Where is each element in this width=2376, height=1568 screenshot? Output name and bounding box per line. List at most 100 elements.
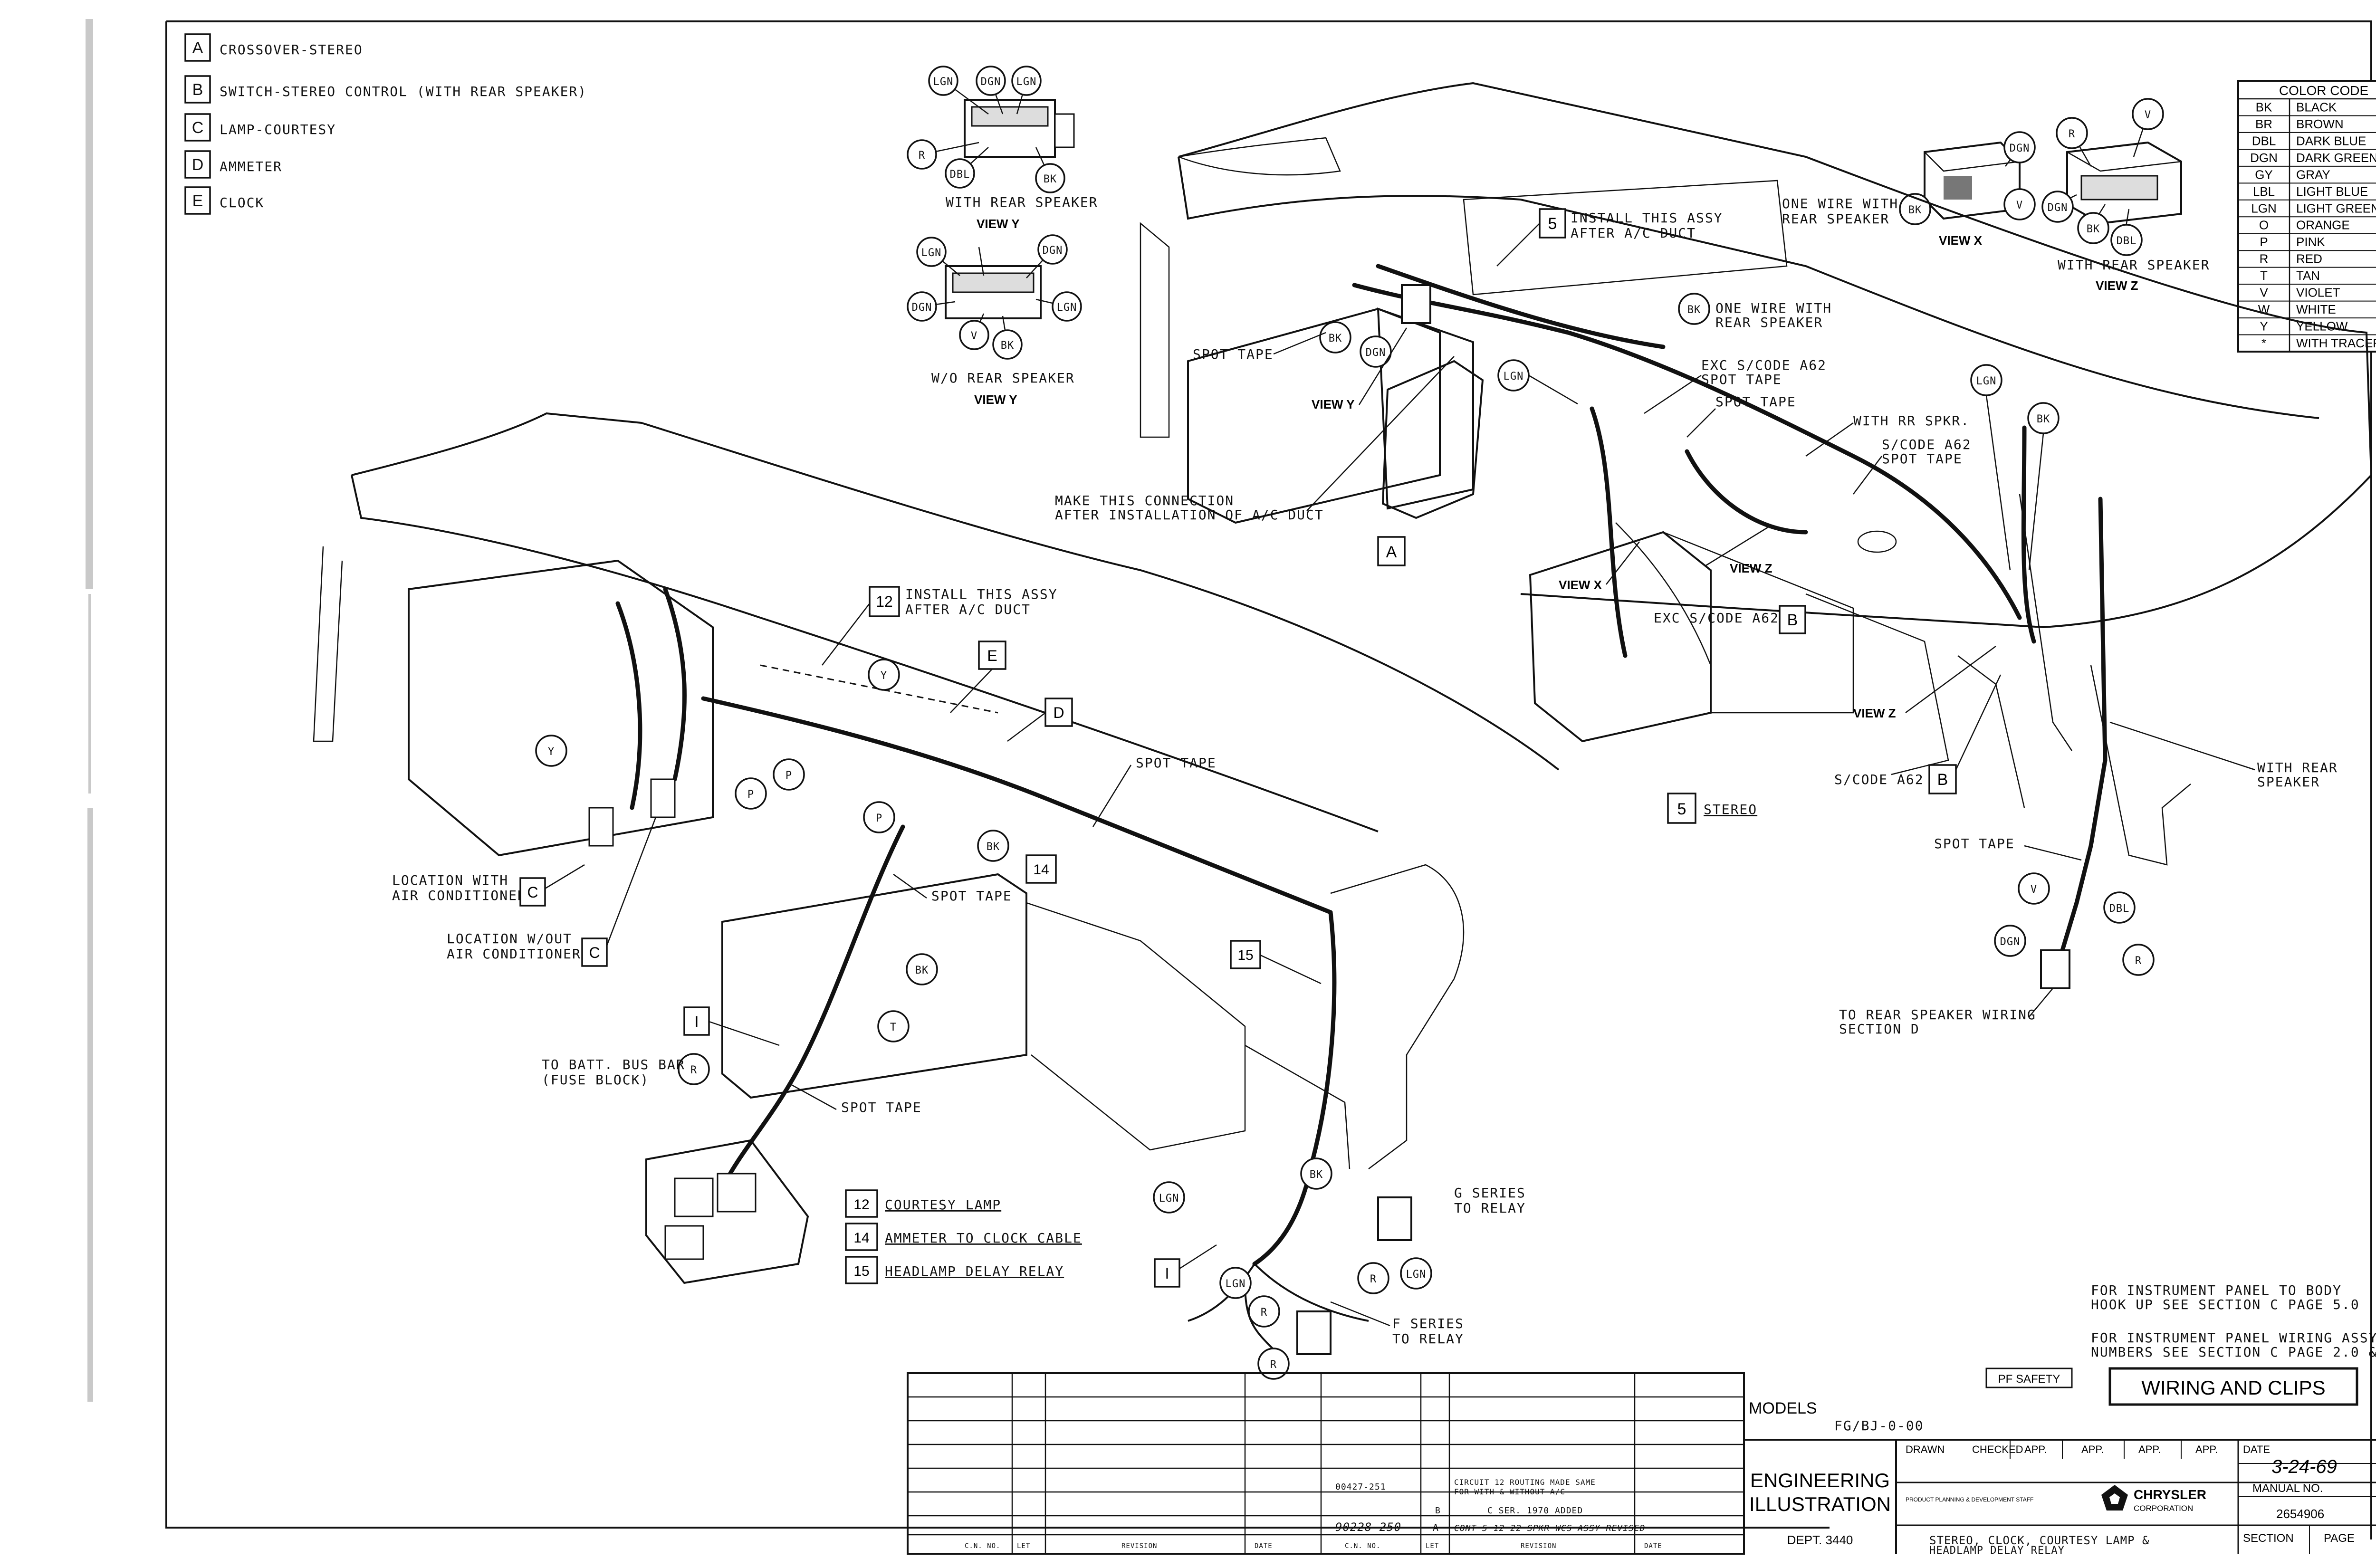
svg-text:BK: BK <box>1310 1169 1323 1181</box>
svg-text:I: I <box>695 1013 699 1030</box>
svg-text:EXC S/CODE A62: EXC S/CODE A62 <box>1654 610 1779 626</box>
svg-text:00427-251: 00427-251 <box>1335 1482 1386 1492</box>
svg-text:14: 14 <box>1033 862 1049 878</box>
svg-text:W/O REAR SPEAKER: W/O REAR SPEAKER <box>931 370 1075 386</box>
svg-text:DATE: DATE <box>1644 1542 1662 1550</box>
svg-text:PAGE: PAGE <box>2324 1532 2355 1545</box>
color-code-abbrev: DGN <box>2250 151 2278 165</box>
color-code-abbrev: LBL <box>2253 184 2275 199</box>
svg-text:CHRYSLER: CHRYSLER <box>2134 1487 2206 1502</box>
svg-text:D: D <box>1053 704 1064 721</box>
svg-text:FOR INSTRUMENT PANEL TO BODY: FOR INSTRUMENT PANEL TO BODY <box>2091 1282 2342 1298</box>
svg-text:REAR SPEAKER: REAR SPEAKER <box>1715 315 1823 330</box>
svg-text:DBL: DBL <box>950 169 970 181</box>
svg-text:VIEW Z: VIEW Z <box>1730 561 1772 575</box>
reference-notes: FOR INSTRUMENT PANEL TO BODY HOOK UP SEE… <box>2091 1282 2376 1360</box>
svg-text:LGN: LGN <box>1016 76 1037 88</box>
legend-item: E CLOCK <box>184 186 264 215</box>
svg-text:PRODUCT PLANNING & DEVELOPMENT: PRODUCT PLANNING & DEVELOPMENT STAFF <box>1906 1496 2033 1503</box>
color-code-abbrev: O <box>2259 218 2269 232</box>
svg-text:DGN: DGN <box>2010 143 2030 154</box>
svg-text:SPOT TAPE: SPOT TAPE <box>1934 836 2015 851</box>
color-code-name: BROWN <box>2296 117 2344 131</box>
parts-list: 12 COURTESY LAMP 14 AMMETER TO CLOCK CAB… <box>845 1189 1082 1284</box>
svg-text:AFTER A/C DUCT: AFTER A/C DUCT <box>905 602 1031 617</box>
svg-text:VIEW Z: VIEW Z <box>1853 706 1896 720</box>
svg-text:MAKE THIS CONNECTION: MAKE THIS CONNECTION <box>1055 493 1234 508</box>
svg-text:MODELS: MODELS <box>1749 1399 1817 1417</box>
svg-text:APP.: APP. <box>2024 1444 2047 1455</box>
view-y-without-rear-speaker: LGN DGN DGN LGN V BK W/O REAR SPEAKER VI… <box>907 234 1082 407</box>
svg-text:SPOT TAPE: SPOT TAPE <box>1715 394 1796 410</box>
legend-item: C LAMP-COURTESY <box>184 113 335 142</box>
svg-text:ONE WIRE WITH: ONE WIRE WITH <box>1715 300 1832 316</box>
svg-text:V: V <box>2145 109 2151 121</box>
svg-text:AFTER A/C DUCT: AFTER A/C DUCT <box>1571 225 1696 241</box>
svg-text:5: 5 <box>1548 215 1557 233</box>
callout-number <box>1539 208 1566 239</box>
svg-text:R: R <box>1270 1359 1277 1371</box>
title-block: PF SAFETY WIRING AND CLIPS 00427-251 CIR… <box>907 1367 2376 1557</box>
wire-tag <box>945 158 975 189</box>
svg-text:CIRCUIT 12 ROUTING MADE SAME: CIRCUIT 12 ROUTING MADE SAME <box>1454 1478 1596 1487</box>
svg-text:15: 15 <box>853 1263 869 1279</box>
svg-text:AMMETER TO CLOCK CABLE: AMMETER TO CLOCK CABLE <box>885 1230 1082 1246</box>
svg-text:DBL: DBL <box>2117 235 2137 247</box>
svg-text:D: D <box>192 156 204 174</box>
svg-text:VIEW X: VIEW X <box>1939 233 1983 248</box>
svg-text:CLOCK: CLOCK <box>220 195 264 210</box>
svg-text:SPEAKER: SPEAKER <box>2257 774 2320 790</box>
svg-text:BK: BK <box>1687 304 1701 316</box>
svg-text:Y: Y <box>881 670 887 682</box>
svg-text:P: P <box>876 813 882 824</box>
svg-text:STEREO: STEREO <box>1704 802 1757 817</box>
svg-text:B: B <box>192 81 203 99</box>
svg-text:HOOK UP SEE SECTION C PAGE 5.0: HOOK UP SEE SECTION C PAGE 5.0 <box>2091 1297 2360 1312</box>
svg-text:R: R <box>1261 1307 1267 1319</box>
component-legend: A CROSSOVER-STEREO B SWITCH-STEREO CONTR… <box>184 33 586 215</box>
svg-text:VIEW Z: VIEW Z <box>2096 278 2138 293</box>
svg-text:TO RELAY: TO RELAY <box>1392 1331 1464 1347</box>
color-code-name: LIGHT GREEN <box>2296 201 2376 215</box>
svg-text:S/CODE A62: S/CODE A62 <box>1834 772 1924 787</box>
svg-text:SPOT TAPE: SPOT TAPE <box>841 1100 922 1115</box>
svg-text:WITH REAR SPEAKER: WITH REAR SPEAKER <box>946 194 1098 210</box>
svg-text:BK: BK <box>987 841 1000 853</box>
svg-text:FOR WITH & WITHOUT A/C: FOR WITH & WITHOUT A/C <box>1454 1487 1565 1496</box>
svg-text:T: T <box>890 1022 897 1033</box>
wire-tag <box>928 66 958 96</box>
lower-callouts: 12 INSTALL THIS ASSY AFTER A/C DUCT E D … <box>392 586 1525 1380</box>
legend-item: A CROSSOVER-STEREO <box>184 33 363 62</box>
svg-text:CROSSOVER-STEREO: CROSSOVER-STEREO <box>220 42 363 57</box>
svg-text:TO BATT. BUS BAR: TO BATT. BUS BAR <box>542 1057 685 1072</box>
svg-text:P: P <box>786 770 792 782</box>
svg-text:WITH RR SPKR.: WITH RR SPKR. <box>1853 413 1970 429</box>
svg-text:COURTESY LAMP: COURTESY LAMP <box>885 1197 1001 1213</box>
svg-text:VIEW X: VIEW X <box>1559 578 1602 592</box>
svg-text:REVISION: REVISION <box>1521 1542 1556 1550</box>
svg-text:WITH REAR SPEAKER: WITH REAR SPEAKER <box>2058 257 2210 273</box>
svg-text:VIEW Y: VIEW Y <box>977 217 1020 231</box>
svg-text:B: B <box>1937 771 1948 789</box>
svg-text:E: E <box>987 647 997 664</box>
color-code-name: BLACK <box>2296 100 2337 114</box>
color-code-name: PINK <box>2296 235 2325 249</box>
svg-text:AIR CONDITIONER: AIR CONDITIONER <box>392 888 527 903</box>
svg-text:ONE WIRE WITH: ONE WIRE WITH <box>1782 196 1898 211</box>
svg-text:AMMETER: AMMETER <box>220 159 282 174</box>
svg-text:A: A <box>192 39 203 57</box>
svg-text:CONT 5 12 22 SPKR WCS ASSY REV: CONT 5 12 22 SPKR WCS ASSY REVISED <box>1454 1523 1645 1533</box>
svg-text:R: R <box>2069 128 2075 140</box>
svg-text:EXC S/CODE A62: EXC S/CODE A62 <box>1701 357 1827 373</box>
color-code-abbrev: BR <box>2255 117 2272 131</box>
view-x-connector: DGN BK V ONE WIRE WITH REAR SPEAKER VIEW… <box>1782 131 2036 248</box>
svg-text:REAR SPEAKER: REAR SPEAKER <box>1782 211 1889 227</box>
svg-text:LET: LET <box>1426 1542 1439 1550</box>
svg-text:C.N. NO.: C.N. NO. <box>965 1542 1000 1550</box>
color-code-abbrev: LGN <box>2251 201 2276 215</box>
color-code-row: *WITH TRACER <box>2261 336 2376 350</box>
view-z-connector: R V DGN BK DBL WITH REAR SPEAKER VIEW Z <box>2041 98 2210 293</box>
